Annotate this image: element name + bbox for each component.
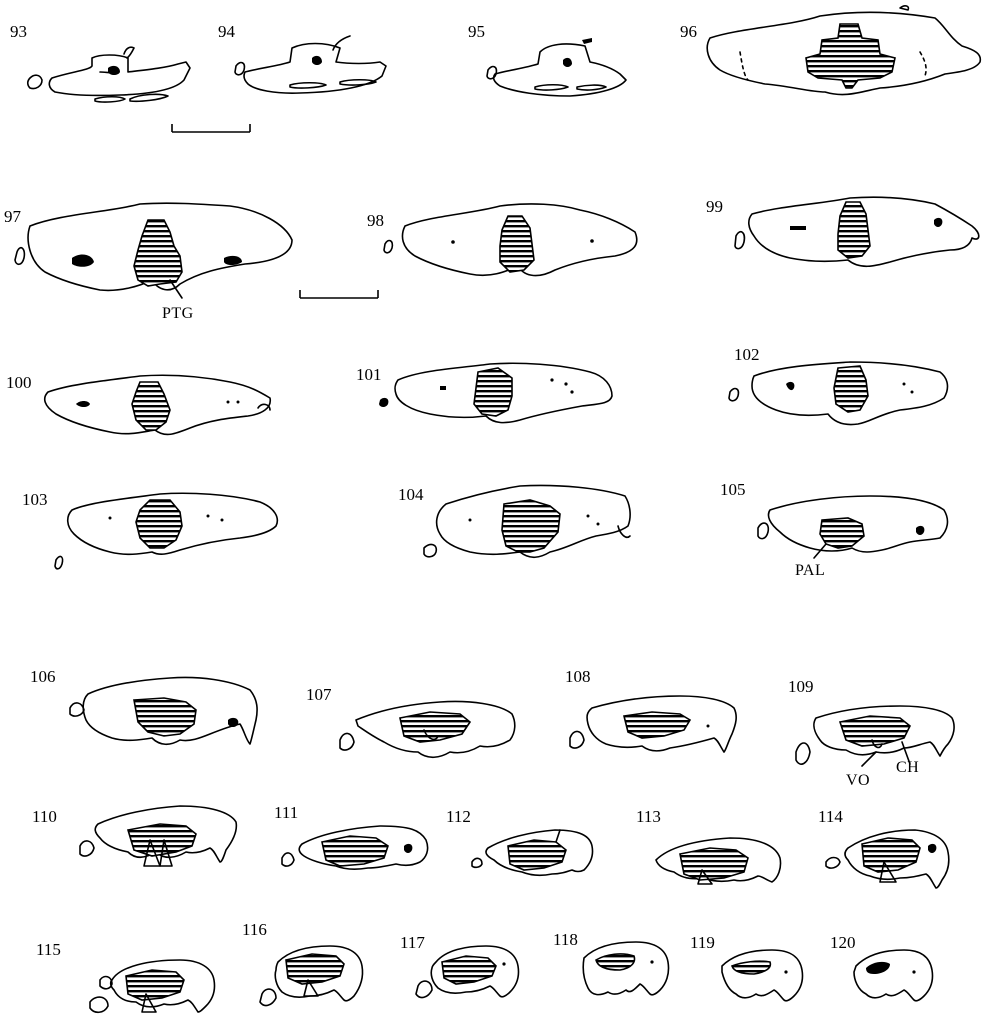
section-97 [15, 203, 292, 298]
scale-bar-2 [300, 290, 378, 298]
section-100 [45, 375, 271, 434]
section-102 [729, 362, 947, 425]
section-number-112: 112 [446, 807, 471, 826]
section-number-116: 116 [242, 920, 267, 939]
section-number-120: 120 [830, 933, 856, 952]
section-number-107: 107 [306, 685, 332, 704]
section-115 [90, 960, 215, 1012]
section-number-96: 96 [680, 22, 697, 41]
scale-bar-1 [172, 124, 250, 132]
section-119 [722, 950, 803, 1001]
section-number-104: 104 [398, 485, 424, 504]
section-109 [796, 706, 954, 766]
section-103 [55, 493, 277, 569]
section-96 [707, 6, 980, 95]
section-104 [424, 485, 630, 557]
section-number-105: 105 [720, 480, 746, 499]
section-118 [583, 942, 668, 995]
section-95 [487, 38, 626, 96]
section-99 [735, 197, 979, 266]
section-101 [379, 363, 612, 422]
section-number-101: 101 [356, 365, 382, 384]
section-120 [854, 950, 933, 1001]
section-number-95: 95 [468, 22, 485, 41]
section-number-108: 108 [565, 667, 591, 686]
label-pal: PAL [795, 562, 825, 579]
section-number-98: 98 [367, 211, 384, 230]
section-number-93: 93 [10, 22, 27, 41]
label-vo: VO [846, 772, 870, 789]
section-number-118: 118 [553, 930, 578, 949]
section-number-117: 117 [400, 933, 425, 952]
section-number-100: 100 [6, 373, 32, 392]
section-113 [656, 838, 781, 884]
section-number-109: 109 [788, 677, 814, 696]
section-116 [260, 946, 363, 1005]
section-number-103: 103 [22, 490, 48, 509]
section-number-113: 113 [636, 807, 661, 826]
label-ptg: PTG [162, 305, 194, 322]
section-number-114: 114 [818, 807, 843, 826]
section-107 [340, 702, 515, 758]
section-number-102: 102 [734, 345, 760, 364]
section-number-97: 97 [4, 207, 22, 226]
section-number-115: 115 [36, 940, 61, 959]
section-93 [28, 47, 190, 102]
section-number-119: 119 [690, 933, 715, 952]
section-111 [282, 826, 428, 869]
section-105 [758, 496, 947, 558]
section-98 [384, 204, 637, 276]
section-number-99: 99 [706, 197, 723, 216]
section-117 [416, 946, 519, 997]
section-114 [826, 830, 949, 888]
section-number-110: 110 [32, 807, 57, 826]
section-110 [80, 806, 236, 866]
section-108 [570, 696, 736, 752]
label-ch: CH [896, 759, 919, 776]
section-number-94: 94 [218, 22, 236, 41]
section-112 [472, 830, 593, 875]
section-number-111: 111 [274, 803, 298, 822]
section-106 [70, 678, 257, 745]
section-number-106: 106 [30, 667, 56, 686]
section-94 [235, 36, 386, 93]
